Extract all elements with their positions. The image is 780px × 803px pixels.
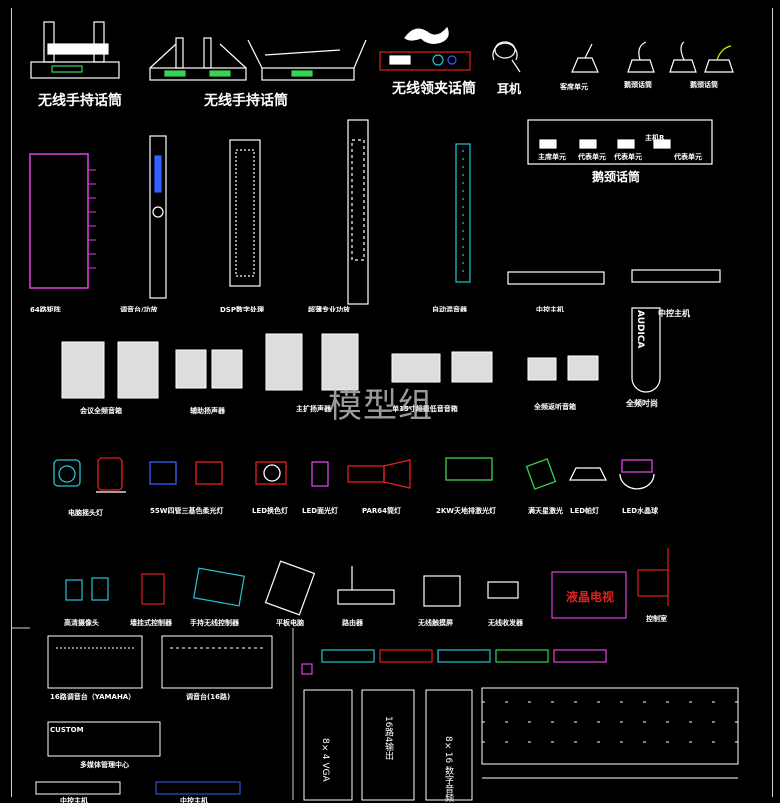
label-laser: 2KW天地排激光灯 [436,507,497,515]
label-moving-head: 电脑摇头灯 [68,509,103,517]
label-row2-3: DSP数字处理 [220,306,264,312]
label-column: 全频吋尚 [626,399,658,408]
rack-unit-2 [229,139,261,287]
column-speaker [631,307,661,393]
label-control-room: 控制室 [646,615,667,623]
label-central-b: 中控主机 [180,797,208,803]
rack-unit-4 [455,143,471,283]
label-row2-4: 超薄专业功放 [308,306,350,312]
label-vga: 8×4 VGA [320,738,330,782]
label-wireless-handheld-1: 无线手持话筒 [38,93,122,109]
label-row2-5: 自动混音器 [432,306,467,312]
label-row2-1: 64路矩阵 [30,306,61,312]
color-strip-boxes [301,649,607,675]
label-sub: 单15寸超重低音音箱 [392,405,458,413]
label-lcd-tv: 液晶电视 [566,590,615,604]
label-audica: AUDICA [635,310,645,349]
label-tablet: 平板电脑 [276,619,304,627]
label-full-range: 会议全频音箱 [80,407,122,415]
label-host: 主机R [645,134,665,142]
watermark: 模型组 [328,386,433,426]
label-row2-2: 调音台/功放 [120,306,158,312]
label-row2-7: 中控主机 [658,309,690,318]
matrix-ticks [88,169,96,269]
drawing-frame [11,8,773,797]
label-mixer-16: 16路调音台（YAMAHA） [50,693,136,701]
label-unit-chair: 主席单元 [538,153,566,161]
label-delegate-unit: 客席单元 [560,83,588,91]
rack-unit-1 [149,135,167,299]
label-unit-delegate-3: 代表单元 [674,153,702,161]
label-unit-delegate-2: 代表单元 [614,153,642,161]
label-wall-ctrl: 墙挂式控制器 [130,619,172,627]
row5-devices [65,548,669,619]
wireless-receiver-2 [149,37,367,81]
label-aux-speaker: 辅助扬声器 [190,407,225,415]
conference-system-box [527,119,713,165]
matrix-boxes [303,687,739,801]
label-led-color: LED换色灯 [252,507,289,515]
rack-unit-3 [347,119,369,305]
stage-lights [53,457,655,493]
label-main-speaker: 主扩扬声器 [296,405,331,413]
gooseneck-units [571,41,734,73]
label-par: PAR64筒灯 [362,507,402,515]
label-tri-color: 55W四管三基色柔光灯 [150,507,224,515]
label-media-center: 多媒体管理中心 [80,761,129,769]
label-unit-delegate-1: 代表单元 [578,153,606,161]
label-wireless-screen: 无线触摸屏 [418,619,453,627]
matrix-panel [29,153,89,289]
label-wireless-lavalier: 无线领夹话筒 [392,81,476,97]
mixer-consoles [35,635,273,795]
label-brand: CUSTOM [50,726,84,734]
label-row2-6: 中控主机 [536,306,564,312]
label-monitor: 全频返听音箱 [534,403,576,411]
wireless-receiver-1 [30,21,120,79]
host-units [507,269,721,285]
label-star: 满天星激光 [528,507,563,515]
section-dividers [11,627,294,800]
label-central-a: 中控主机 [60,797,88,803]
label-matrix8: 8×16 数字音频 [443,736,453,803]
label-earphone: 耳机 [497,82,522,96]
label-led-flat: LED帕灯 [570,507,600,515]
speakers [61,333,599,399]
label-wireless-handheld-2: 无线手持话筒 [204,93,288,109]
lavalier-receiver [379,26,471,71]
earphone-icon [492,41,521,73]
label-touch-ctrl: 手持无线控制器 [190,619,239,627]
label-gooseneck-main: 鹅颈话筒 [592,170,641,184]
label-gooseneck-a: 鹅颈话筒 [624,81,652,89]
label-receiver: 无线收发器 [488,619,523,627]
label-gooseneck-b: 鹅颈话筒 [690,81,718,89]
label-router: 路由器 [342,619,363,627]
label-mixer-16b: 调音台(16路) [186,693,231,701]
label-crystal: LED水晶球 [622,507,659,515]
label-matrix16: 16路4输出 [383,716,393,761]
label-led-face: LED面光灯 [302,507,339,515]
label-camera: 高清摄像头 [64,619,99,627]
